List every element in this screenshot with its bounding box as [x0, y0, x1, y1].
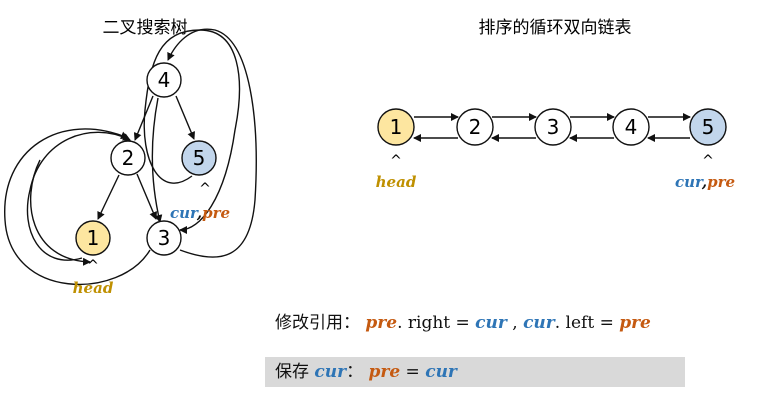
edge-2-3: [136, 173, 157, 220]
list-node-2: 2: [456, 108, 494, 146]
list-title: 排序的循环双向链表: [479, 18, 632, 38]
list-head-caret: ^: [390, 153, 402, 169]
list-node-4-label: 4: [625, 115, 638, 139]
modify-label: 修改引用：: [275, 313, 360, 333]
edge-4-3: [151, 97, 163, 223]
list-pointer-labels: cur,pre: [675, 173, 735, 191]
save-colon: ：: [346, 362, 364, 382]
list-comma: ,: [701, 173, 707, 191]
list-node-4: 4: [612, 108, 650, 146]
tree-head-caret: ^: [87, 258, 99, 274]
save-cur-2: cur: [425, 362, 457, 382]
tree-node-4: 4: [146, 62, 182, 98]
edge-3-4-loop: [167, 28, 257, 258]
list-node-3: 3: [534, 108, 572, 146]
tree-node-5-label: 5: [193, 146, 206, 170]
edge-loop-to-1: [29, 159, 91, 266]
save-cur: cur: [314, 362, 347, 382]
edge-4-5: [175, 95, 195, 140]
tree-head-label: head: [73, 279, 114, 297]
save-pre: pre: [368, 362, 401, 382]
list-node-1: 1: [377, 108, 415, 146]
tree-node-3-label: 3: [158, 226, 171, 250]
edge-2-1: [97, 174, 120, 220]
tree-pointer-labels: cur,pre: [170, 204, 230, 222]
list-node-1-label: 1: [390, 115, 403, 139]
list-head-label: head: [376, 173, 417, 191]
edge-5-4-loop: [143, 29, 241, 234]
modify-references-row: 修改引用： pre. right = cur , cur. left = pre: [265, 308, 651, 338]
tree-node-2-label: 2: [122, 146, 135, 170]
tree-pre-label: pre: [202, 204, 230, 222]
list-cur-label: cur: [675, 173, 704, 191]
list-node-3-label: 3: [547, 115, 560, 139]
list-edges: [413, 113, 691, 142]
save-cur-row: 保存 cur： pre = cur: [265, 357, 685, 387]
bst-title: 二叉搜索树: [103, 18, 188, 38]
save-label: 保存: [275, 362, 315, 382]
list-node-2-label: 2: [469, 115, 482, 139]
modify-cur: cur: [475, 313, 507, 333]
edge-3-to-2: [4, 128, 151, 286]
tree-node-1: 1: [75, 220, 111, 256]
tree-node-3: 3: [146, 220, 182, 256]
modify-pre: pre: [365, 313, 398, 333]
save-eq: =: [400, 362, 426, 382]
tree-node-1-label: 1: [87, 226, 100, 250]
list-pre-label: pre: [707, 173, 735, 191]
tree-node-4-label: 4: [158, 68, 171, 92]
tree-node-2: 2: [110, 140, 146, 176]
modify-comma: ,: [506, 313, 524, 333]
tree-edges: [4, 28, 257, 286]
list-node-5: 5: [689, 108, 727, 146]
tree-comma: ,: [196, 204, 202, 222]
modify-cur-2: cur: [523, 313, 555, 333]
list-cur-caret: ^: [702, 153, 714, 169]
list-node-5-label: 5: [702, 115, 715, 139]
modify-right-part: . right =: [397, 313, 476, 333]
edge-1-to-2: [26, 131, 131, 261]
modify-pre-2: pre: [619, 313, 651, 333]
tree-node-5: 5: [181, 140, 217, 176]
tree-cur-label: cur: [170, 204, 199, 222]
tree-cur-caret: ^: [199, 181, 211, 197]
modify-left-part: . left =: [554, 313, 620, 333]
